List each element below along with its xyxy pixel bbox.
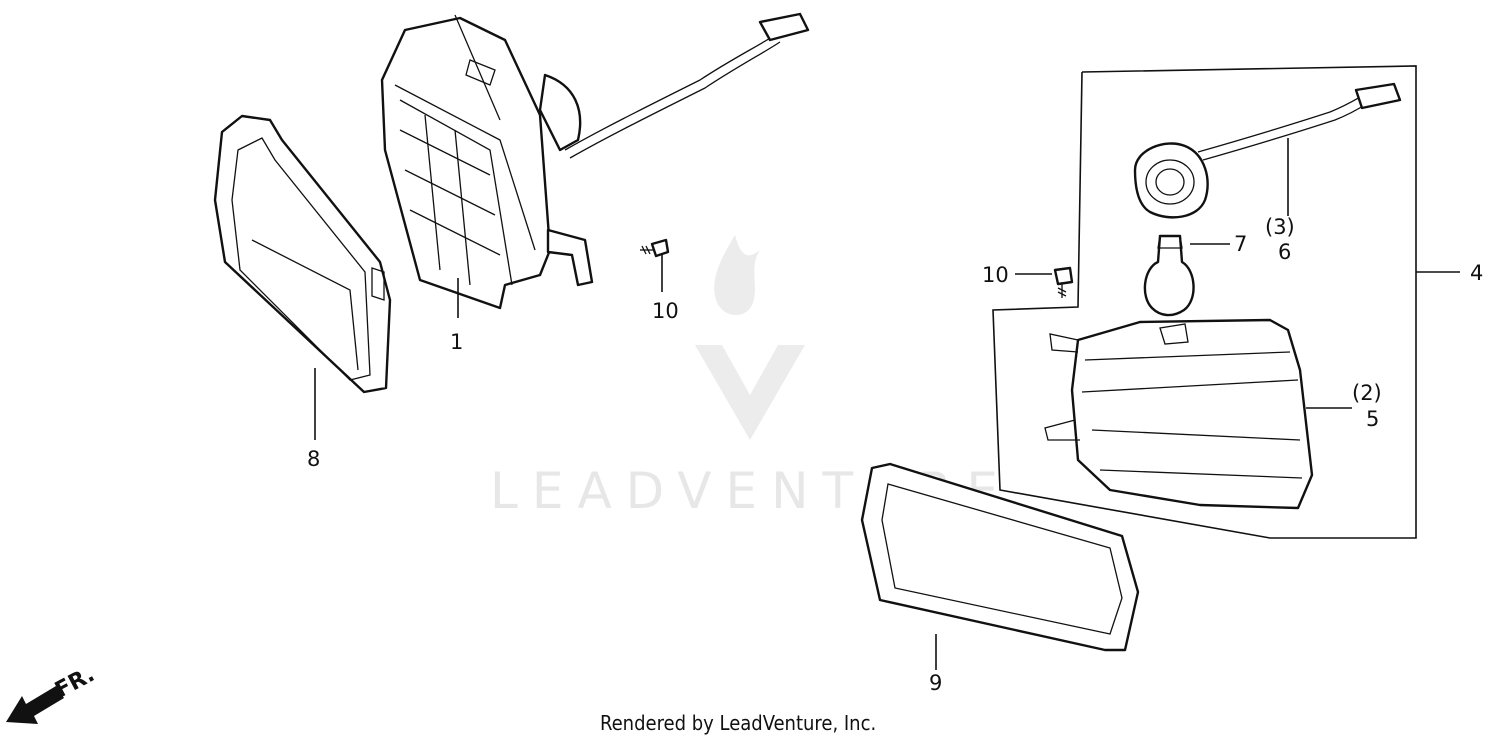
- front-direction-marker: FR.: [6, 662, 99, 724]
- part-7-bulb: [1143, 234, 1195, 317]
- part-4-assembly-bracket: [992, 65, 1460, 539]
- footer-credit: Rendered by LeadVenture, Inc.: [600, 711, 876, 735]
- callout-9: 9: [929, 671, 942, 695]
- part-1-headlight: [380, 12, 810, 310]
- callout-8: 8: [307, 447, 320, 471]
- part-8-headlight-rim: [213, 114, 392, 394]
- part-5-signal-lens: [1044, 318, 1314, 510]
- part-6-socket: [1133, 82, 1402, 219]
- callout-10-left: 10: [652, 299, 679, 323]
- callout-7: 7: [1234, 232, 1247, 256]
- callout-4: 4: [1470, 261, 1483, 285]
- callout-1: 1: [450, 330, 463, 354]
- leader-lines: [314, 138, 1352, 670]
- part-9-signal-rim: [860, 462, 1140, 652]
- callout-5: 5: [1366, 407, 1379, 431]
- callout-10-right: 10: [982, 263, 1009, 287]
- front-arrow-icon: [6, 686, 64, 724]
- callout-6: 6: [1278, 240, 1291, 264]
- callout-2: (2): [1352, 381, 1382, 405]
- part-10-screw-left: [640, 238, 670, 258]
- watermark-logo: [695, 235, 805, 440]
- part-10-screw-right: [1053, 266, 1074, 298]
- callout-3: (3): [1265, 215, 1295, 239]
